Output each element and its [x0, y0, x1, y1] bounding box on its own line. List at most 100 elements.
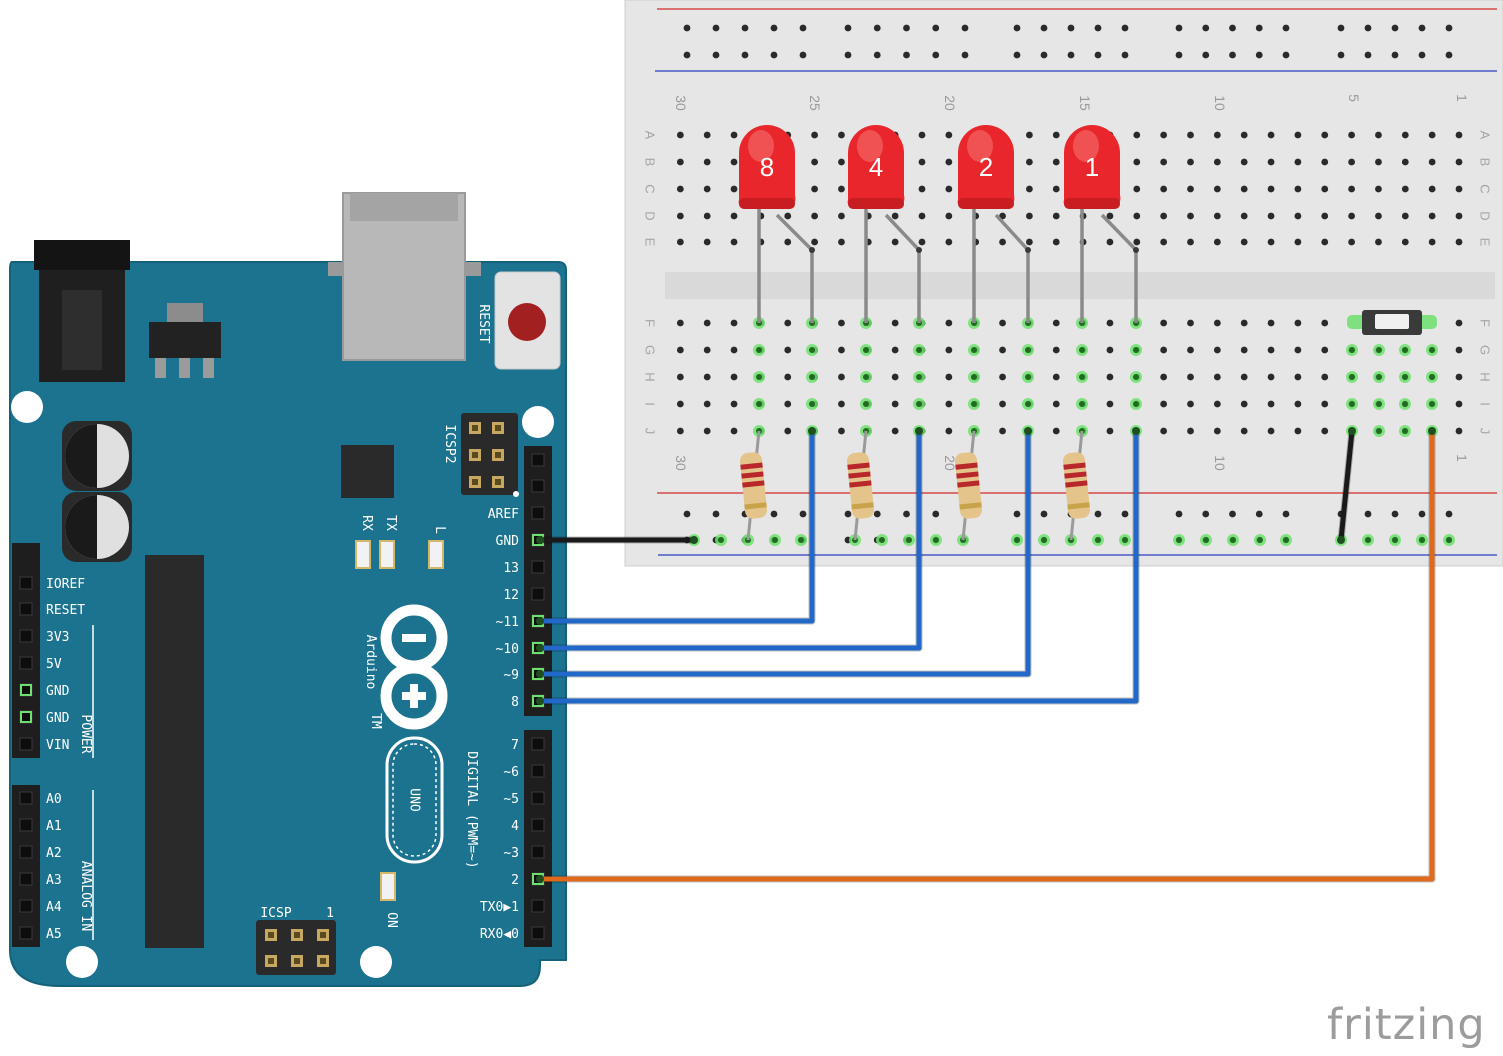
power-label: POWER: [78, 714, 93, 753]
header-pin[interactable]: [19, 872, 33, 886]
usb-connector-top: [350, 193, 458, 221]
usb-tab-right: [463, 262, 481, 276]
header-pin[interactable]: [531, 764, 545, 778]
on-label: ON: [384, 912, 399, 928]
breadboard-hole: [945, 346, 953, 354]
breadboard-hole: [1321, 212, 1329, 220]
connected-hole-center: [906, 537, 912, 543]
header-pin[interactable]: [531, 560, 545, 574]
row-letter: I: [1478, 402, 1493, 406]
header-pin[interactable]: [19, 926, 33, 940]
power-pin-label: IOREF: [46, 577, 85, 592]
rail-hole: [712, 510, 720, 518]
header-pin[interactable]: [19, 737, 33, 751]
breadboard-hole: [945, 319, 953, 327]
rx-led: [355, 540, 371, 569]
reset-button[interactable]: [508, 303, 546, 341]
breadboard-hole: [1321, 158, 1329, 166]
rail-hole: [741, 51, 749, 59]
connected-hole-center: [1402, 374, 1408, 380]
breadboard-hole: [1160, 400, 1168, 408]
header-pin-connected: [20, 684, 32, 696]
breadboard-hole: [676, 185, 684, 193]
rail-hole: [1364, 510, 1372, 518]
breadboard-hole: [676, 212, 684, 220]
breadboard-hole: [1213, 346, 1221, 354]
icsp2-label: ICSP2: [442, 424, 457, 463]
icsp2-pin-center: [495, 452, 501, 458]
breadboard-hole: [1375, 238, 1382, 246]
rail-hole: [1364, 51, 1372, 59]
header-pin[interactable]: [531, 479, 545, 493]
breadboard-hole: [1267, 212, 1275, 220]
rail-hole: [770, 24, 778, 32]
header-pin[interactable]: [531, 453, 545, 467]
breadboard-hole: [1240, 346, 1248, 354]
header-pin[interactable]: [531, 899, 545, 913]
breadboard-hole: [1321, 131, 1329, 139]
rail-hole: [1094, 24, 1102, 32]
breadboard-hole: [1267, 158, 1275, 166]
breadboard-hole: [1294, 158, 1302, 166]
breadboard-hole: [945, 212, 953, 220]
header-pin[interactable]: [19, 791, 33, 805]
pushbutton[interactable]: [1347, 310, 1437, 335]
regulator-tab: [167, 303, 203, 323]
rail-hole: [844, 24, 852, 32]
breadboard-hole: [676, 427, 684, 435]
breadboard-hole: [1240, 185, 1248, 193]
header-pin[interactable]: [19, 602, 33, 616]
breadboard-hole: [703, 238, 711, 246]
header-pin[interactable]: [19, 818, 33, 832]
column-number: 1: [1454, 94, 1470, 102]
rail-hole: [903, 510, 910, 518]
breadboard-hole: [1052, 400, 1060, 408]
breadboard-hole: [838, 373, 845, 381]
header-pin[interactable]: [531, 845, 545, 859]
breadboard-hole: [1213, 319, 1221, 327]
breadboard-hole: [945, 185, 953, 193]
uno-label: UNO: [407, 788, 422, 812]
digital-pin-label: ~11: [496, 615, 519, 630]
breadboard-hole: [1375, 212, 1382, 220]
on-led: [380, 872, 396, 901]
connected-hole-center: [879, 537, 885, 543]
rail-hole: [1255, 51, 1263, 59]
header-pin[interactable]: [531, 587, 545, 601]
connected-hole-center: [756, 347, 762, 353]
header-pin[interactable]: [531, 926, 545, 940]
wire-pin2-button: [540, 431, 1435, 882]
header-pin[interactable]: [19, 845, 33, 859]
analog-pin-label: A0: [46, 792, 62, 807]
breadboard-hole: [784, 346, 792, 354]
digital-pin-label: ~3: [503, 846, 519, 861]
icsp2-pin-center: [472, 479, 478, 485]
connected-hole-center: [916, 374, 922, 380]
header-pin[interactable]: [19, 656, 33, 670]
rail-hole: [770, 51, 778, 59]
column-number: 10: [1212, 95, 1228, 111]
uno-badge-inner: [392, 743, 437, 857]
header-pin[interactable]: [531, 506, 545, 520]
digital-pin-label: 7: [511, 738, 519, 753]
header-pin[interactable]: [531, 737, 545, 751]
power-pin-label: VIN: [46, 738, 69, 753]
row-letter: G: [1478, 345, 1493, 355]
capacitor: [62, 492, 132, 562]
breadboard-hole: [1106, 400, 1114, 408]
header-pin[interactable]: [531, 791, 545, 805]
breadboard-hole: [703, 185, 711, 193]
breadboard-hole: [945, 158, 953, 166]
header-pin[interactable]: [19, 899, 33, 913]
led-highlight: [1073, 130, 1099, 162]
rail-hole: [1094, 510, 1102, 518]
breadboard-hole: [1294, 319, 1302, 327]
header-pin[interactable]: [19, 576, 33, 590]
breadboard-hole: [891, 346, 899, 354]
header-pin[interactable]: [531, 818, 545, 832]
rx-label: RX: [359, 515, 374, 531]
breadboard-hole: [1321, 400, 1329, 408]
breadboard-hole: [1455, 427, 1463, 435]
led-number-label: 1: [1085, 152, 1099, 182]
header-pin[interactable]: [19, 629, 33, 643]
